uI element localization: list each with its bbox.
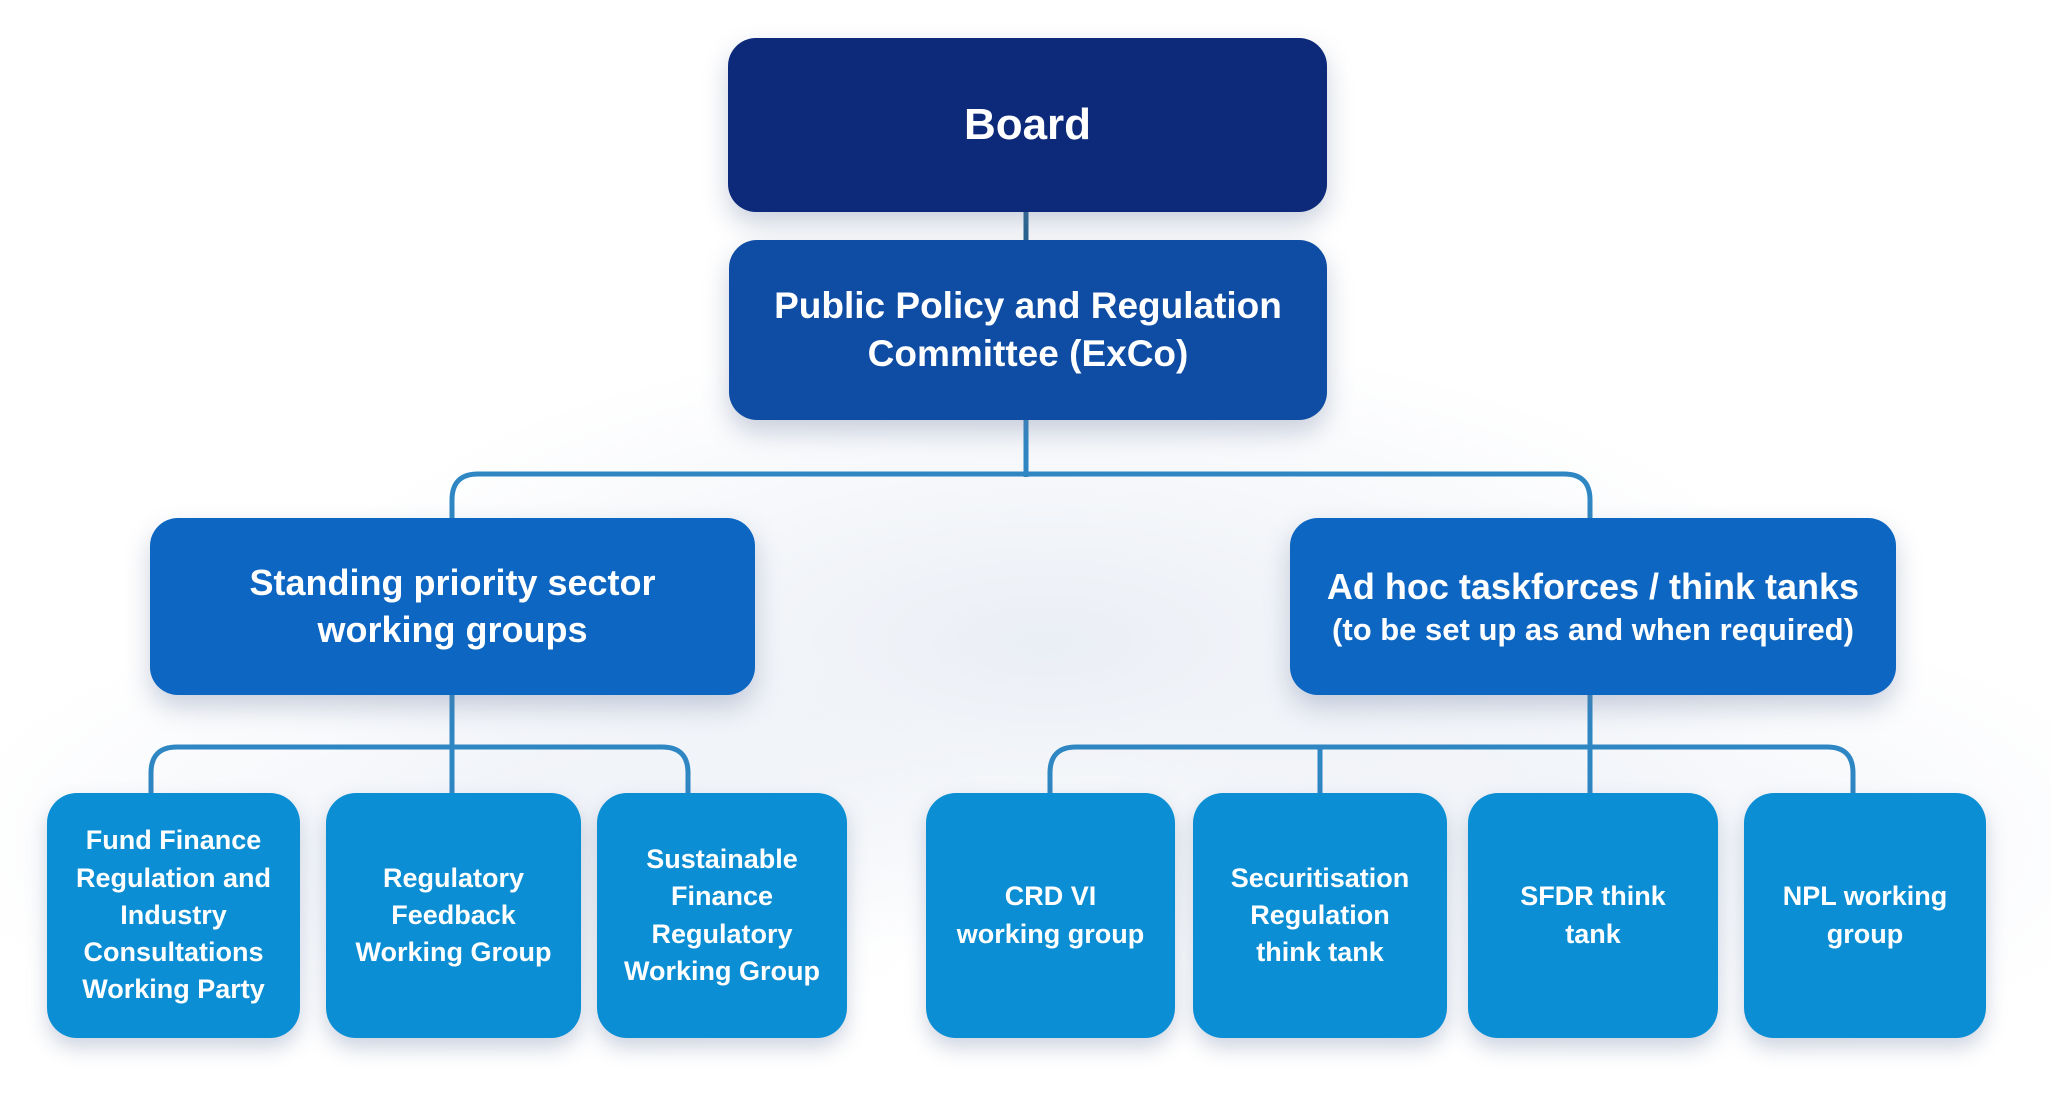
node-public-policy-committee: Public Policy and Regulation Committee (… <box>729 240 1327 420</box>
node-crd-vi-working-group: CRD VI working group <box>926 793 1175 1038</box>
node-standing-priority-working-groups-label: Standing priority sector working groups <box>249 561 656 650</box>
wire-branch-rail <box>449 471 1593 520</box>
node-sustainable-finance-working-group-label: Sustainable Finance Regulatory Working G… <box>624 844 820 986</box>
node-securitisation-think-tank-label: Securitisation Regulation think tank <box>1230 862 1410 968</box>
node-sustainable-finance-working-group: Sustainable Finance Regulatory Working G… <box>597 793 847 1038</box>
node-securitisation-think-tank: Securitisation Regulation think tank <box>1193 793 1447 1038</box>
node-adhoc-taskforces: Ad hoc taskforces / think tanks (to be s… <box>1290 518 1896 695</box>
node-regulatory-feedback-working-group-label: Regulatory Feedback Working Group <box>355 862 552 968</box>
node-npl-working-group-label: NPL working group <box>1782 881 1948 949</box>
node-adhoc-taskforces-label: Ad hoc taskforces / think tanks <box>1326 565 1860 607</box>
node-board-label: Board <box>963 100 1092 149</box>
node-regulatory-feedback-working-group: Regulatory Feedback Working Group <box>326 793 581 1038</box>
wire-adhoc-rail <box>1047 744 1856 795</box>
node-sfdr-think-tank: SFDR think tank <box>1468 793 1718 1038</box>
node-crd-vi-working-group-label: CRD VI working group <box>956 881 1145 949</box>
node-npl-working-group: NPL working group <box>1744 793 1986 1038</box>
node-adhoc-taskforces-sublabel: (to be set up as and when required) <box>1332 611 1854 647</box>
node-public-policy-committee-label: Public Policy and Regulation Committee (… <box>774 284 1282 374</box>
node-board: Board <box>728 38 1327 212</box>
node-fund-finance-working-party-label: Fund Finance Regulation and Industry Con… <box>76 825 271 1005</box>
node-sfdr-think-tank-label: SFDR think tank <box>1520 881 1666 949</box>
node-fund-finance-working-party: Fund Finance Regulation and Industry Con… <box>47 793 300 1038</box>
node-standing-priority-working-groups: Standing priority sector working groups <box>150 518 755 695</box>
wire-standing-rail <box>148 744 691 795</box>
